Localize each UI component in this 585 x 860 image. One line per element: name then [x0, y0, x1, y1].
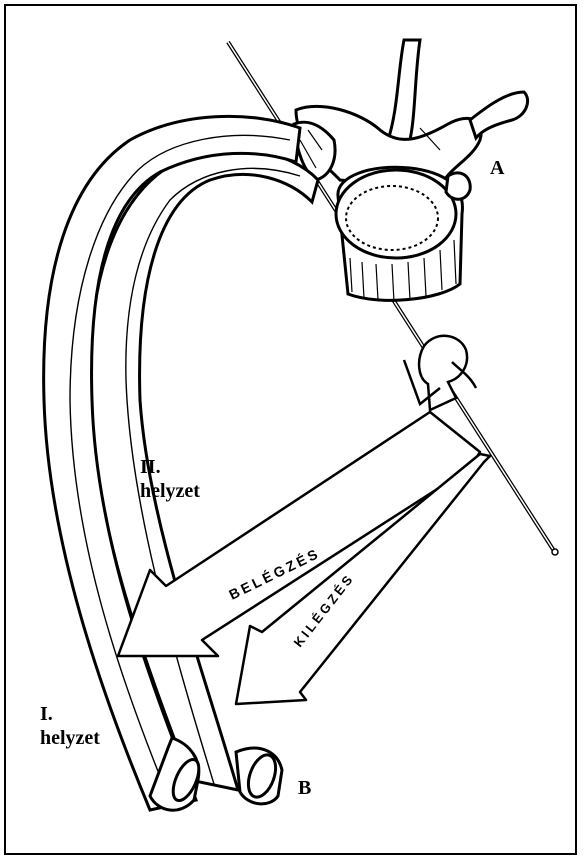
label-b: B [298, 776, 311, 800]
rotation-arrow-icon [404, 336, 476, 410]
label-a: A [490, 156, 504, 180]
label-position-1: I. helyzet [40, 702, 100, 750]
label-position-2: II. helyzet [140, 455, 200, 503]
